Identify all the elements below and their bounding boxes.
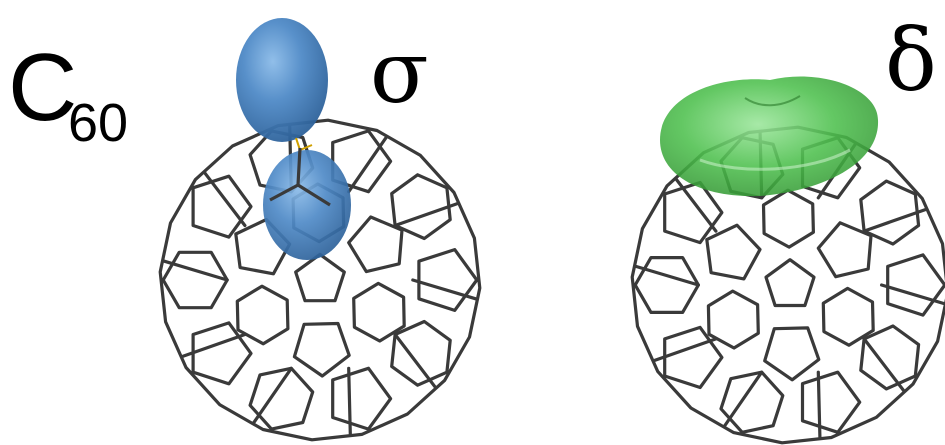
delta-symbol: δ (885, 11, 937, 111)
molecule-subscript: 60 (68, 93, 129, 153)
sigma-lower-lobe (263, 150, 351, 260)
molecule-formula: C (8, 34, 78, 141)
delta-torus (660, 76, 879, 197)
sigma-orbital (236, 18, 351, 260)
sigma-symbol: σ (370, 23, 429, 123)
fullerene-cage-right (630, 125, 945, 445)
delta-orbital (660, 76, 879, 197)
sigma-upper-lobe (236, 18, 328, 142)
